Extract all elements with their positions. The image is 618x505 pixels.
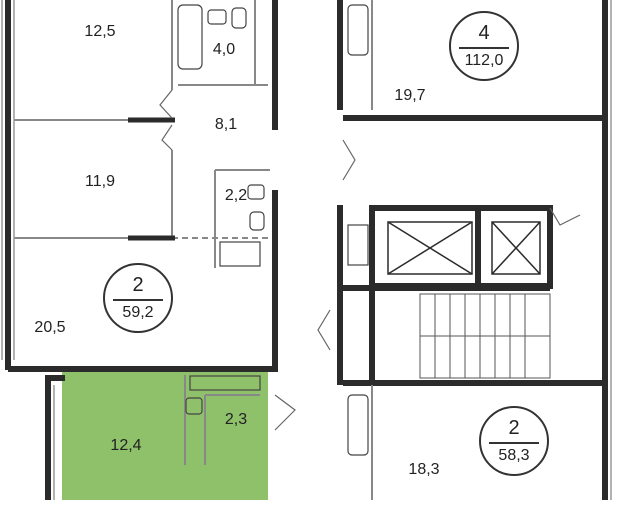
area-highlighted-bathroom: 2,3 xyxy=(224,411,248,428)
badge-divider xyxy=(113,299,163,301)
apartment-rooms-count: 2 xyxy=(508,417,520,439)
area-top-right-room: 19,7 xyxy=(394,87,426,104)
elevator-shafts xyxy=(387,221,541,275)
apartment-rooms-count: 2 xyxy=(132,274,144,296)
structural-walls xyxy=(5,0,608,500)
bathroom-fixtures xyxy=(177,4,369,456)
badge-divider xyxy=(459,47,509,49)
apartment-badge-left[interactable]: 2 59,2 xyxy=(103,263,173,333)
door-swings xyxy=(159,89,581,431)
area-bathroom-small: 2,2 xyxy=(224,187,248,204)
area-bathroom-top: 4,0 xyxy=(212,41,236,58)
area-top-left-room: 12,5 xyxy=(84,23,116,40)
area-living-room-left: 20,5 xyxy=(34,319,66,336)
badge-divider xyxy=(489,442,539,444)
apartment-badge-top-right[interactable]: 4 112,0 xyxy=(449,11,519,81)
staircase xyxy=(419,293,551,379)
highlighted-apartment-fill[interactable] xyxy=(62,372,268,500)
area-hallway-top: 8,1 xyxy=(214,116,238,133)
wall-accents xyxy=(128,115,400,241)
area-highlighted-room: 12,4 xyxy=(110,437,142,454)
apartment-total-area: 112,0 xyxy=(464,52,504,69)
apartment-rooms-count: 4 xyxy=(478,22,490,44)
windows xyxy=(1,0,612,500)
apartment-total-area: 59,2 xyxy=(122,304,154,321)
area-middle-left-room: 11,9 xyxy=(85,173,115,190)
interior-walls xyxy=(14,0,373,500)
apartment-total-area: 58,3 xyxy=(498,447,530,464)
area-bottom-right-room: 18,3 xyxy=(408,461,440,478)
apartment-badge-bottom-right[interactable]: 2 58,3 xyxy=(479,406,549,476)
